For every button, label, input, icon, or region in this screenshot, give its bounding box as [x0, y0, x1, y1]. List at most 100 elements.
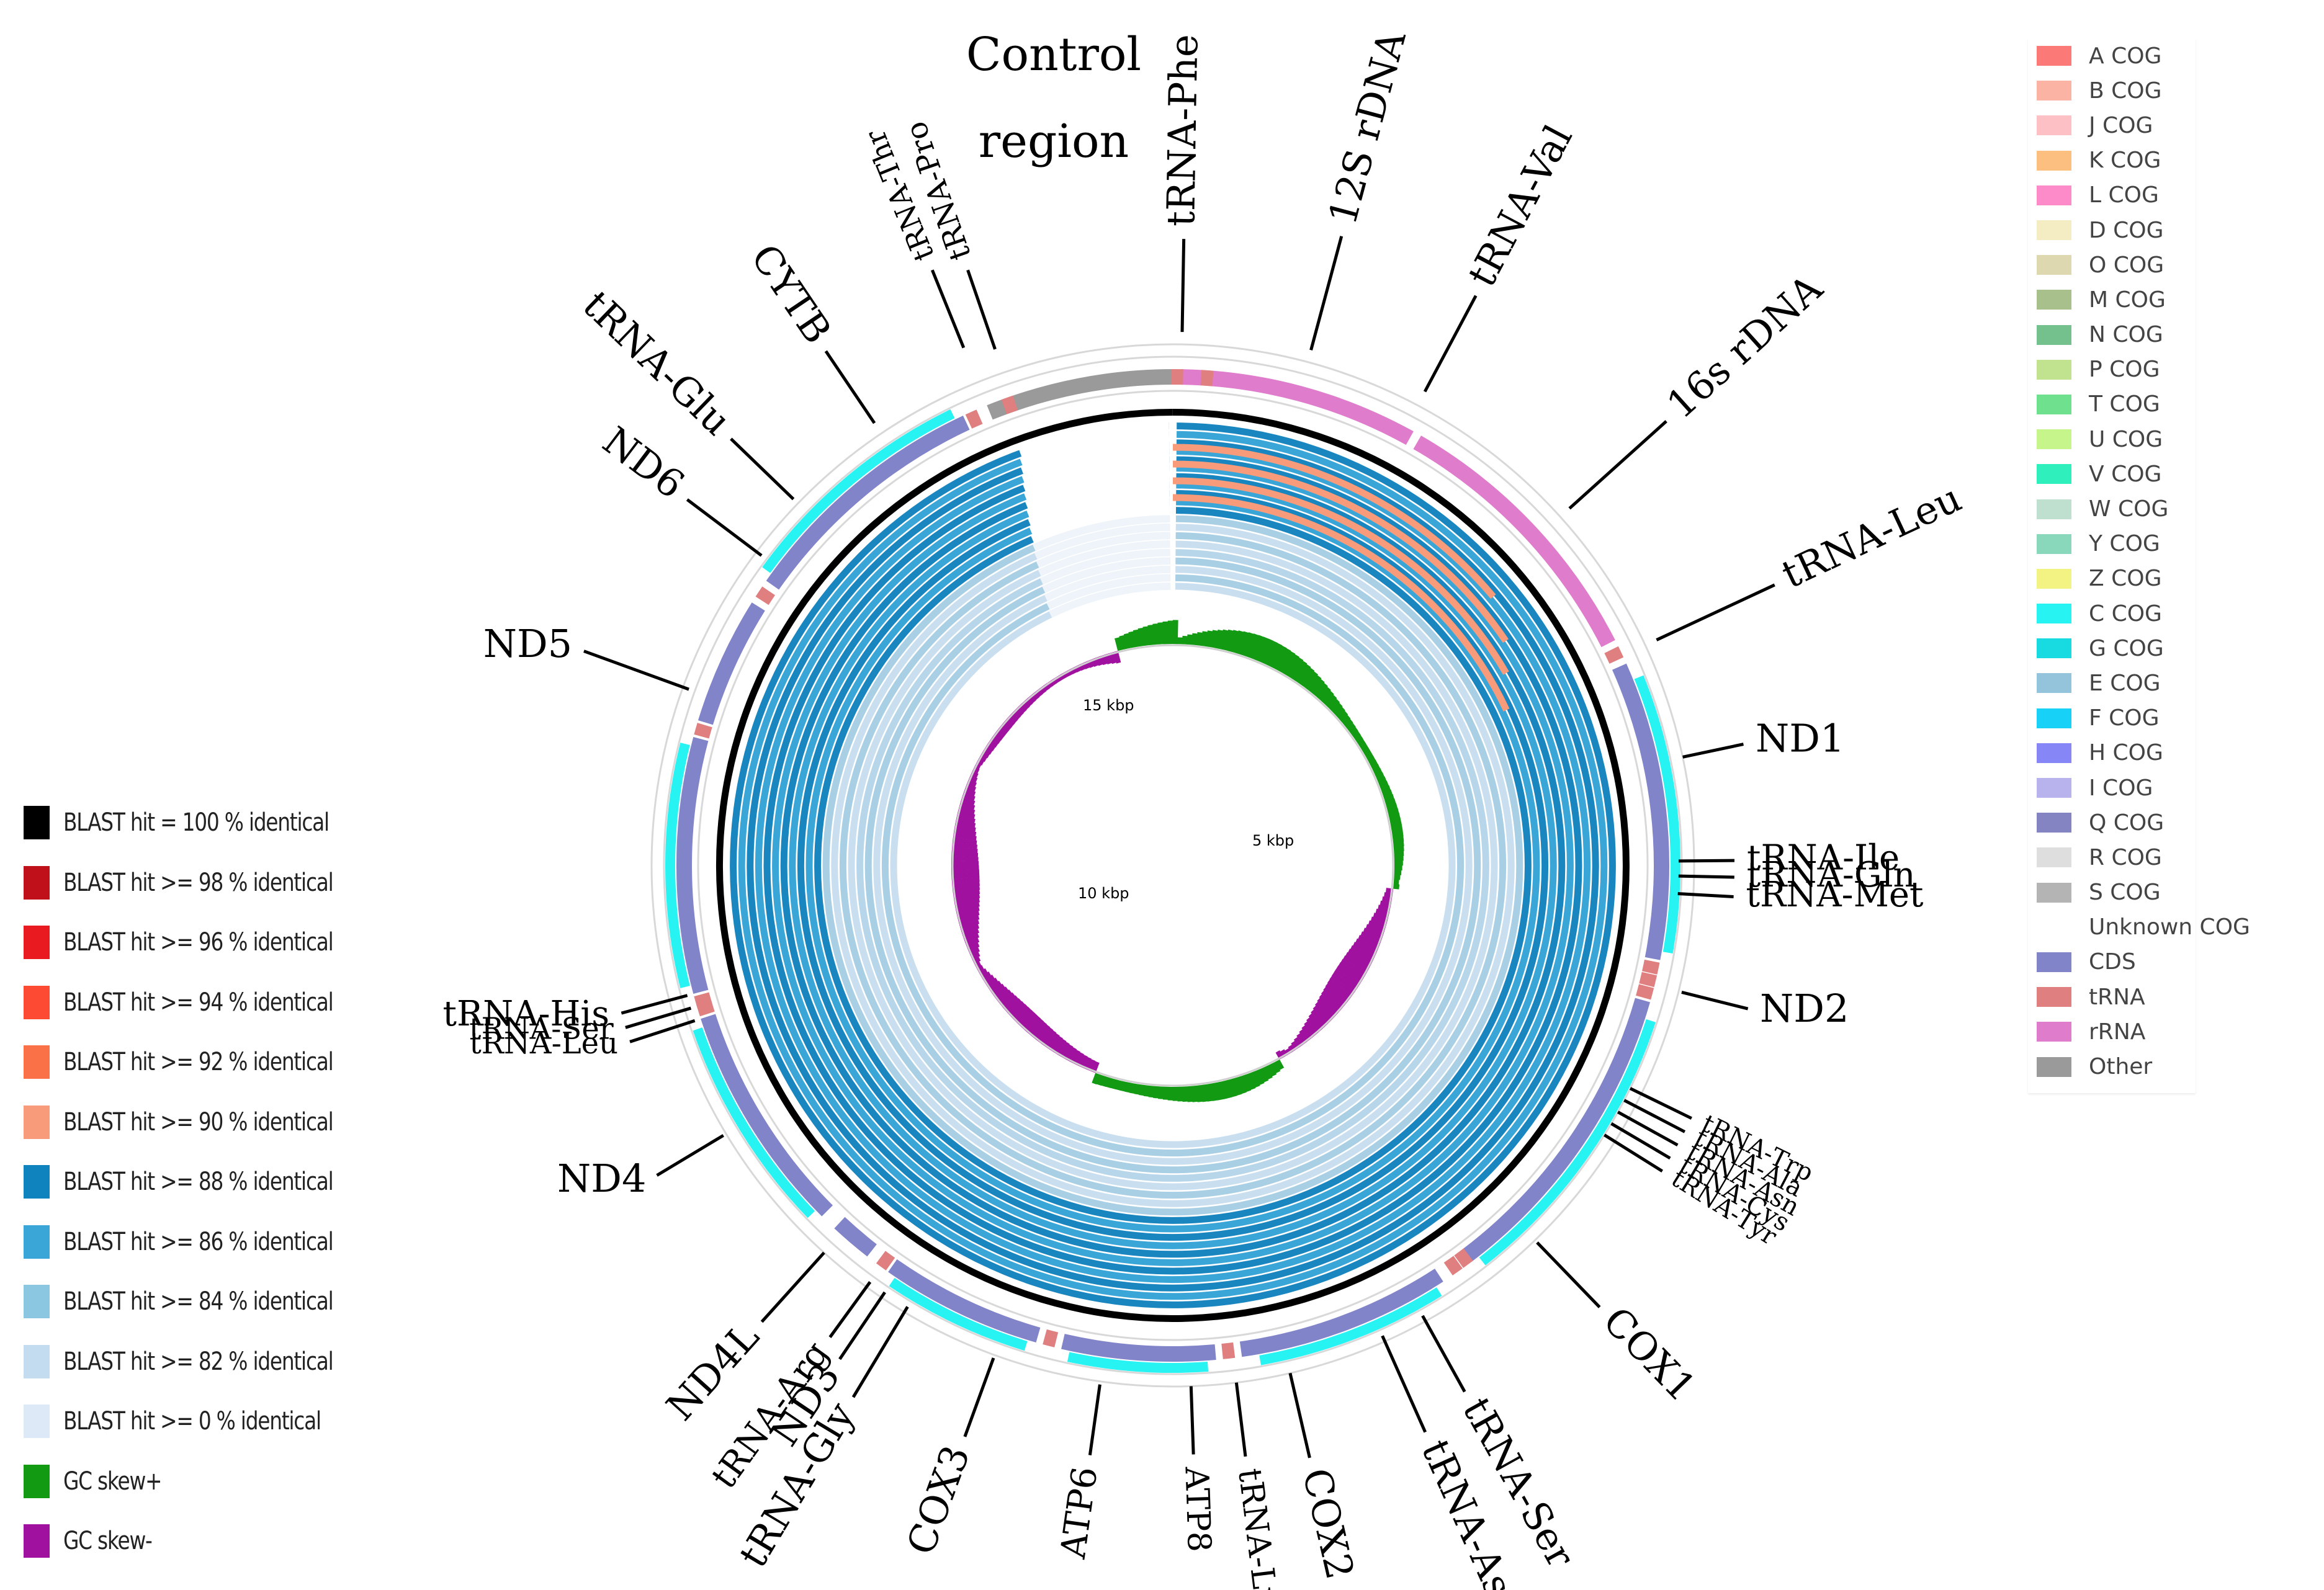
cog-legend-item: T COG	[2028, 387, 2196, 422]
gc-skew-bar	[1363, 927, 1384, 939]
legend-item: BLAST hit >= 88 % identical	[24, 1152, 371, 1212]
gc-skew-bar	[1187, 634, 1193, 645]
cog-legend-swatch	[2037, 778, 2071, 798]
cog-legend-label: Y COG	[2089, 531, 2160, 557]
gc-skew-bar	[1196, 1085, 1203, 1102]
gc-skew-bar	[1366, 755, 1376, 763]
gene-label: tRNA-Gln	[1747, 855, 1916, 895]
gc-skew-bar	[1365, 924, 1385, 934]
cog-legend-label: F COG	[2089, 705, 2160, 731]
gc-skew-bar	[1383, 793, 1394, 802]
cog-legend-item: H COG	[2028, 736, 2196, 770]
legend-label: BLAST hit >= 92 % identical	[63, 1048, 334, 1077]
leader-line	[1678, 874, 1734, 879]
gc-skew-bar	[1196, 632, 1203, 646]
gc-skew-bar	[953, 833, 977, 841]
gc-skew-bar	[1267, 1063, 1277, 1077]
gc-skew-bar	[1209, 630, 1218, 648]
gc-skew-bar	[1384, 798, 1396, 806]
legend-swatch	[24, 1165, 50, 1199]
legend-swatch	[24, 1285, 50, 1319]
gc-skew-bar	[1205, 630, 1213, 648]
gc-skew-bar	[1390, 821, 1402, 829]
legend-item: BLAST hit = 100 % identical	[24, 793, 371, 853]
gc-skew-bar	[1005, 998, 1022, 1014]
gene-label: ND5	[483, 621, 572, 666]
legend-swatch	[24, 865, 50, 900]
leader-line	[1088, 1384, 1101, 1456]
cog-legend-label: CDS	[2089, 949, 2136, 975]
gc-skew-bar	[1096, 1074, 1105, 1086]
gc-skew-bar	[1279, 651, 1296, 674]
gc-skew-bar	[1306, 675, 1322, 692]
gc-skew-bar	[1046, 681, 1054, 689]
blast-ring-gap	[1031, 506, 1170, 543]
trna-mark	[1043, 1329, 1059, 1347]
feature-arc	[888, 1259, 1041, 1343]
cog-legend-swatch	[2037, 743, 2071, 763]
gc-skew-bar	[1177, 637, 1183, 645]
blast-ring	[805, 498, 1540, 1233]
legend-label: BLAST hit >= 88 % identical	[63, 1168, 334, 1197]
gc-skew-bar	[1139, 1084, 1146, 1096]
leader-line	[621, 994, 688, 1015]
cog-legend-label: M COG	[2089, 287, 2166, 313]
cog-legend-swatch	[2037, 918, 2071, 937]
legend-swatch	[24, 1225, 50, 1259]
gc-skew-bar	[1182, 1086, 1188, 1102]
cog-legend-item: tRNA	[2028, 980, 2196, 1014]
blast-ring-gap	[1028, 489, 1170, 526]
cog-legend-swatch	[2037, 882, 2071, 903]
gc-skew-bar	[961, 797, 976, 806]
cog-legend-label: T COG	[2089, 391, 2160, 418]
gc-skew-bar	[1295, 664, 1311, 684]
cog-legend-swatch	[2037, 394, 2071, 414]
legend-swatch	[24, 1524, 50, 1558]
gc-skew-bar	[1258, 638, 1273, 663]
legend-label: BLAST hit >= 94 % identical	[63, 988, 334, 1017]
gc-skew-bar	[1365, 751, 1373, 759]
feature-arc	[1061, 1334, 1216, 1362]
legend-swatch	[24, 926, 50, 960]
blast-ring-gap	[1049, 583, 1171, 618]
gc-skew-bar	[1241, 1074, 1252, 1092]
leader-line	[730, 437, 795, 501]
gc-skew-bar	[1147, 625, 1155, 645]
gene-label: tRNA-Val	[1459, 118, 1581, 294]
legend-item: BLAST hit >= 82 % identical	[24, 1332, 371, 1392]
gc-skew-bar	[1310, 679, 1325, 695]
gc-skew-bar	[1038, 1027, 1054, 1045]
leader-line	[838, 1291, 886, 1360]
gc-skew-bar	[1209, 1083, 1218, 1101]
trna-mark	[1642, 959, 1660, 975]
cog-legend-label: D COG	[2089, 217, 2164, 243]
gc-skew-bar	[951, 865, 979, 870]
gc-skew-bar	[1301, 1025, 1314, 1039]
gc-skew-bar	[1373, 913, 1389, 921]
cog-legend-swatch	[2037, 185, 2071, 205]
gc-skew-bar	[1214, 629, 1223, 649]
gc-skew-bar	[1303, 671, 1319, 689]
legend-item: GC skew+	[24, 1452, 371, 1512]
gc-skew-bar	[1345, 952, 1371, 968]
gc-skew-bar	[1291, 660, 1308, 681]
trna-mark	[1200, 370, 1214, 386]
gc-skew-bar	[1066, 1047, 1077, 1062]
cog-legend-label: P COG	[2089, 357, 2160, 383]
cog-legend-swatch	[2037, 115, 2071, 136]
feature-arc	[1413, 435, 1615, 648]
gc-skew-bar	[1232, 1077, 1242, 1096]
gene-label: tRNA-His	[443, 994, 610, 1034]
gc-skew-bar	[1223, 1079, 1232, 1099]
gc-skew-bar	[1236, 1076, 1247, 1094]
gc-skew-bar	[955, 902, 980, 912]
gc-skew-bar	[951, 877, 980, 884]
blast-ring-gap	[1042, 557, 1170, 593]
leader-line	[1629, 1087, 1692, 1120]
legend-swatch	[24, 985, 50, 1019]
cog-legend-label: tRNA	[2089, 984, 2145, 1010]
blast-ring-gap	[1023, 464, 1170, 500]
gc-skew-bar	[1348, 949, 1374, 965]
gc-skew-bar	[951, 873, 980, 880]
cog-legend-swatch	[2037, 429, 2071, 450]
